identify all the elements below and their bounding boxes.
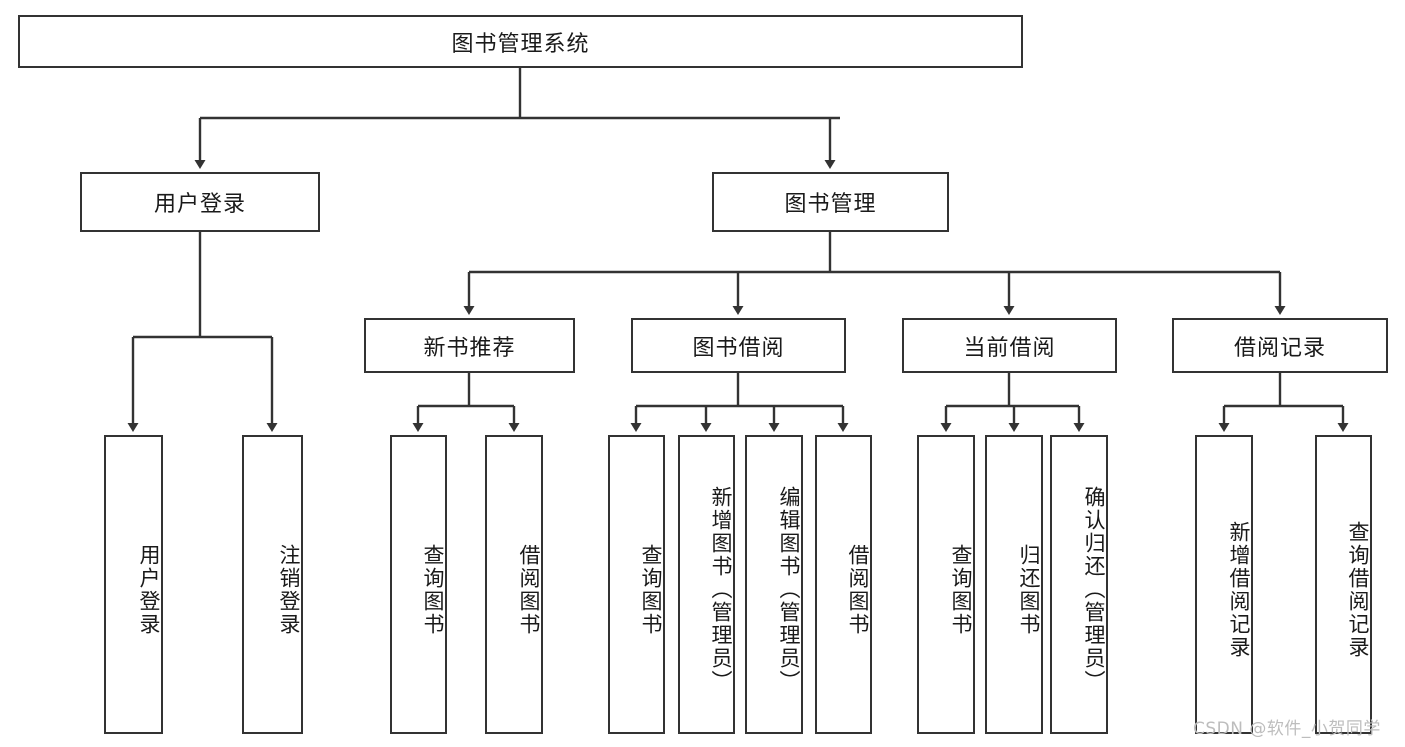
node-leaf-confirm-return[interactable]: 确认归还（管理员） [1050,435,1108,734]
node-new-book-recommend-label: 新书推荐 [423,335,516,361]
node-leaf-add-book-label: 新增图书（管理员） [709,486,733,693]
node-leaf-query-book-2[interactable]: 查询图书 [608,435,665,734]
node-root[interactable]: 图书管理系统 [18,15,1023,68]
node-leaf-query-record[interactable]: 查询借阅记录 [1315,435,1372,734]
node-leaf-borrow-book-2[interactable]: 借阅图书 [815,435,872,734]
node-borrow-record-label: 借阅记录 [1233,335,1326,361]
node-current-borrow[interactable]: 当前借阅 [902,318,1117,373]
node-leaf-user-logout[interactable]: 注销登录 [242,435,303,734]
node-new-book-recommend[interactable]: 新书推荐 [364,318,575,373]
node-leaf-user-logout-label: 注销登录 [277,543,301,636]
node-leaf-edit-book-label: 编辑图书（管理员） [777,486,801,693]
node-leaf-return-book[interactable]: 归还图书 [985,435,1043,734]
node-leaf-add-book[interactable]: 新增图书（管理员） [678,435,735,734]
csdn-watermark: CSDN @软件_小贺同学 [1193,719,1381,739]
node-leaf-query-book-3[interactable]: 查询图书 [917,435,975,734]
node-book-borrow[interactable]: 图书借阅 [631,318,846,373]
node-book-borrow-label: 图书借阅 [692,335,785,361]
node-leaf-user-login[interactable]: 用户登录 [104,435,163,734]
node-leaf-edit-book[interactable]: 编辑图书（管理员） [745,435,803,734]
node-leaf-add-record[interactable]: 新增借阅记录 [1195,435,1253,734]
node-leaf-borrow-book-1-label: 借阅图书 [517,543,541,636]
node-root-label: 图书管理系统 [451,31,590,57]
node-leaf-confirm-return-label: 确认归还（管理员） [1082,486,1106,693]
node-current-borrow-label: 当前借阅 [963,335,1056,361]
node-leaf-borrow-book-2-label: 借阅图书 [846,543,870,636]
node-book-manage-label: 图书管理 [784,192,877,217]
node-leaf-user-login-label: 用户登录 [137,543,161,636]
node-leaf-return-book-label: 归还图书 [1017,543,1041,636]
node-leaf-query-book-3-label: 查询图书 [949,543,973,636]
node-user-login[interactable]: 用户登录 [80,172,320,232]
node-leaf-query-book-1-label: 查询图书 [421,543,445,636]
node-leaf-borrow-book-1[interactable]: 借阅图书 [485,435,543,734]
node-book-manage[interactable]: 图书管理 [712,172,949,232]
node-borrow-record[interactable]: 借阅记录 [1172,318,1388,373]
node-user-login-label: 用户登录 [153,192,246,217]
node-leaf-query-record-label: 查询借阅记录 [1346,520,1370,659]
node-leaf-add-record-label: 新增借阅记录 [1227,520,1251,659]
node-leaf-query-book-2-label: 查询图书 [639,543,663,636]
node-leaf-query-book-1[interactable]: 查询图书 [390,435,447,734]
